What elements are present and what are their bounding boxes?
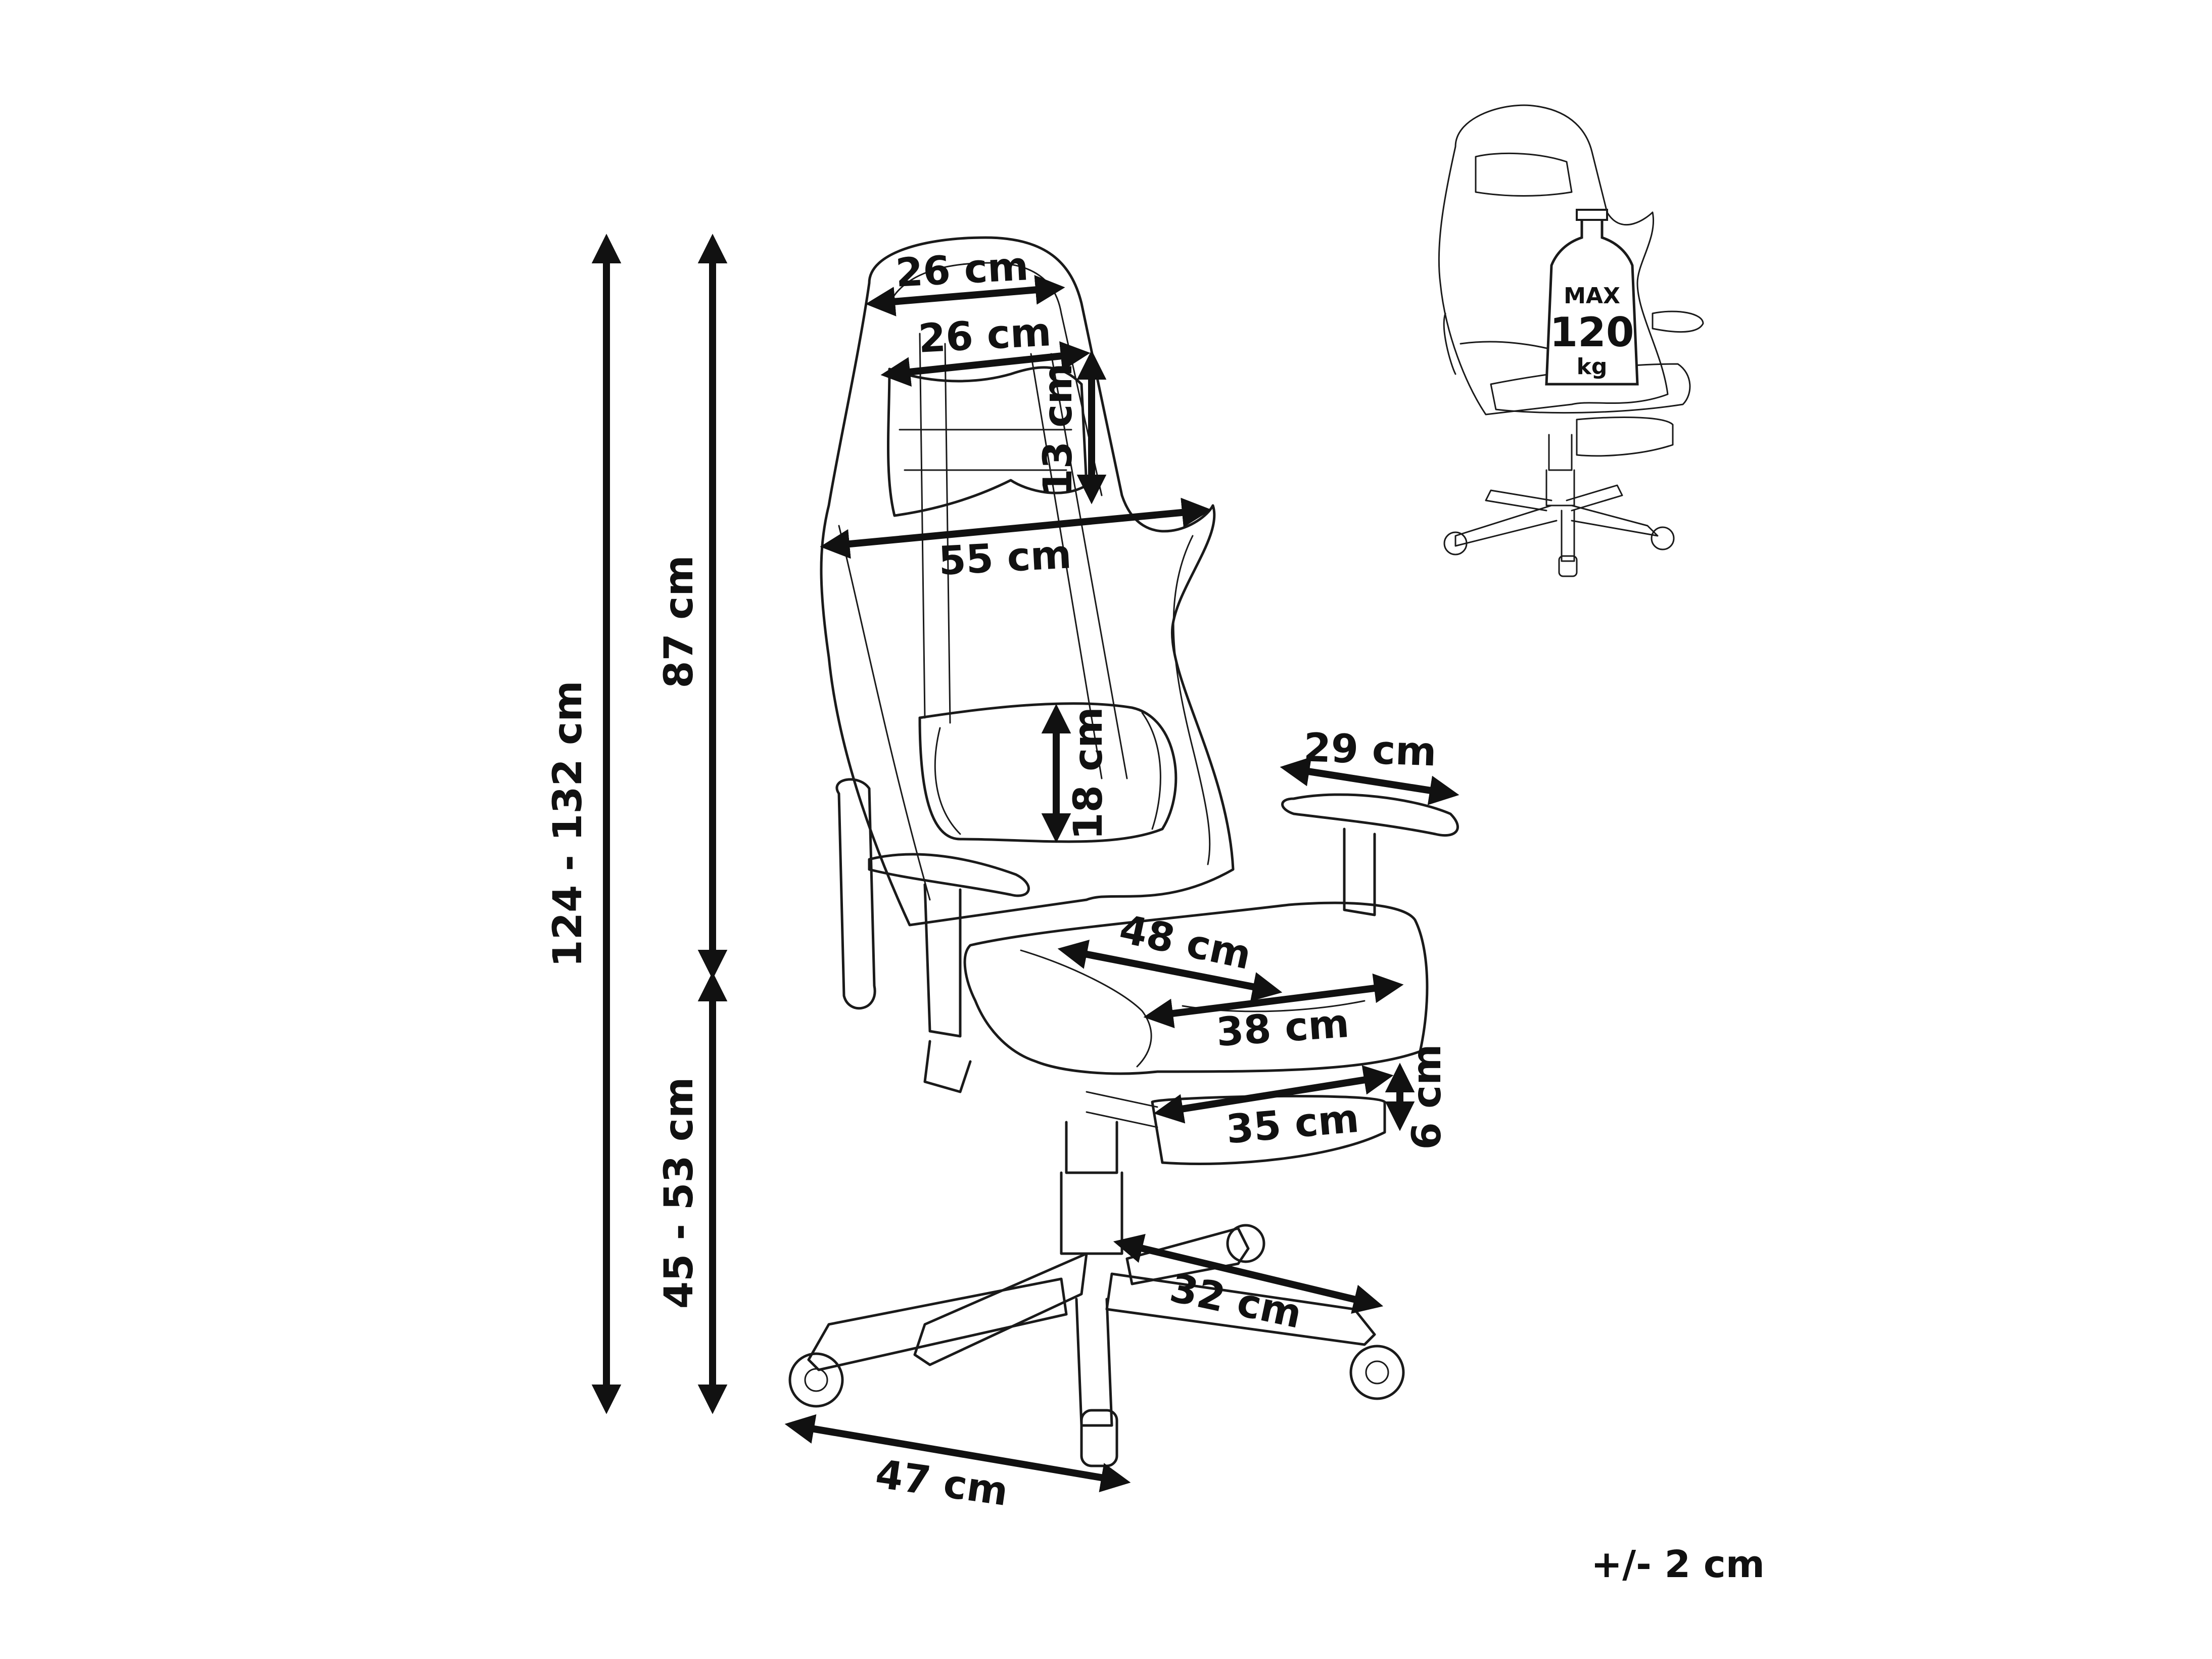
tolerance-note: +/- 2 cm: [1591, 1543, 1765, 1586]
chair-drawing: [788, 236, 1459, 1467]
capacity-illustration: MAX 120 kg: [1438, 104, 1704, 577]
weight-icon: [1545, 209, 1639, 386]
headpillow-width-arrow: [880, 341, 1091, 387]
headrest-top-width-label: 26 cm: [895, 244, 1030, 296]
caster-right: [1349, 1345, 1405, 1400]
dimension-arrows: [591, 234, 1460, 1493]
shoulder-width-arrow: [820, 497, 1212, 559]
footrest-width-label: 35 cm: [1225, 1096, 1361, 1153]
seat-width-label: 38 cm: [1215, 1001, 1351, 1055]
seat-height-label: 45 - 53 cm: [656, 1077, 702, 1309]
seat-width-arrow: [1143, 973, 1404, 1029]
dimension-labels: 124 - 132 cm 87 cm 45 - 53 cm 26 cm 26 c…: [545, 244, 1450, 1515]
armrest-length-label: 29 cm: [1303, 725, 1437, 775]
lumbar-height-label: 18 cm: [1066, 707, 1111, 840]
headpillow-width-label: 26 cm: [917, 309, 1053, 362]
caster-left: [788, 1352, 844, 1408]
footrest-width-arrow: [1153, 1065, 1394, 1124]
total-height-label: 124 - 132 cm: [545, 681, 591, 967]
capacity-max-label: MAX: [1564, 283, 1620, 309]
backrest-height-label: 87 cm: [656, 555, 702, 688]
headpillow-height-label: 13 cm: [1036, 363, 1081, 496]
capacity-value: 120: [1550, 309, 1634, 356]
base-width-arrow: [784, 1414, 1131, 1493]
armrest-length-arrow: [1280, 757, 1460, 805]
shoulder-width-label: 55 cm: [937, 532, 1073, 584]
footrest-height-label: 6 cm: [1404, 1044, 1450, 1150]
capacity-unit: kg: [1577, 354, 1608, 380]
base-radius-arrow: [1113, 1234, 1384, 1314]
headrest-top-width-arrow: [865, 275, 1065, 316]
